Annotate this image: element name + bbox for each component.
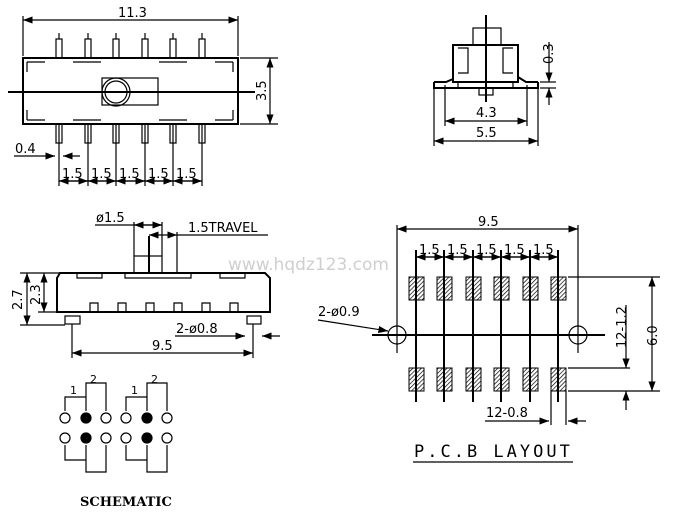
dim-peg-spacing: 9.5: [152, 339, 173, 354]
terminal: [100, 432, 112, 444]
dim-height: 3.5: [255, 80, 270, 101]
side-view: ø1.5 1.5TRAVEL 2.7 2.3 2-ø0.8 9.5: [11, 211, 280, 358]
pin-label: 1: [131, 384, 138, 397]
pin: [145, 302, 155, 312]
pin-label: 1: [70, 384, 77, 397]
pitch-label: 1.5: [148, 167, 169, 182]
pin: [112, 38, 120, 59]
pin: [55, 38, 63, 59]
pcb-layout-title: P.C.B LAYOUT: [414, 442, 573, 462]
pin: [117, 302, 127, 312]
pitch-label: 1.5: [176, 167, 197, 182]
dim-row-span: 6.0: [646, 325, 661, 346]
pitch-label: 1.5: [62, 167, 83, 182]
dim-pad-length: 12-1.2: [615, 306, 630, 348]
dim-body-height: 2.3: [29, 284, 44, 305]
pin: [169, 38, 177, 59]
terminal: [59, 432, 71, 444]
end-view: 4.3 5.5 0.3: [433, 15, 557, 146]
common-terminal: [141, 412, 153, 424]
pitch-label: 1.5: [504, 243, 525, 258]
pcb-layout: 9.5 1.5 1.5 1.5 1.5 1.5 2-ø0.9 6.0 12-1.2 12…: [317, 215, 661, 463]
terminal: [59, 412, 71, 424]
common-terminal: [80, 432, 92, 444]
pin: [84, 38, 92, 59]
contact-wire: [125, 382, 168, 411]
schematic: 1 2 1 2 SCHEMATIC: [59, 373, 173, 510]
dim-travel: 1.5TRAVEL: [188, 221, 258, 236]
dim-total-height: 2.7: [11, 289, 26, 310]
dim-hole-spacing: 9.5: [478, 215, 499, 230]
pin: [141, 38, 149, 59]
common-terminal: [80, 412, 92, 424]
pin: [198, 38, 206, 59]
terminal: [161, 432, 173, 444]
contact-wire: [125, 445, 168, 473]
pitch-label: 1.5: [447, 243, 468, 258]
dim-hole-diameter: 2-ø0.9: [318, 305, 360, 320]
dim-pad-width: 12-0.8: [486, 406, 528, 421]
pin: [173, 302, 183, 312]
pitch-label: 1.5: [533, 243, 554, 258]
terminal: [161, 412, 173, 424]
pitch-label: 1.5: [476, 243, 497, 258]
contact-wire: [64, 445, 107, 473]
dim-peg-diameter: 2-ø0.8: [176, 322, 218, 337]
common-terminal: [141, 432, 153, 444]
dim-outer-width: 5.5: [476, 126, 497, 141]
pitch-label: 1.5: [119, 167, 140, 182]
schematic-title: SCHEMATIC: [80, 495, 172, 510]
dim-inner-width: 4.3: [476, 106, 497, 121]
watermark: www.hqdz123.com: [228, 255, 389, 275]
dim-lead-thickness: 0.3: [542, 43, 557, 64]
contact-wire: [64, 382, 107, 411]
pin: [229, 302, 239, 312]
pitch-label: 1.5: [419, 243, 440, 258]
terminal: [100, 412, 112, 424]
pin: [201, 302, 211, 312]
pin: [89, 302, 99, 312]
terminal: [120, 432, 132, 444]
pin-label: 2: [90, 373, 97, 386]
terminal: [120, 412, 132, 424]
dim-pin-width: 0.4: [15, 142, 36, 157]
pin-label: 2: [151, 373, 158, 386]
dim-overall-length: 11.3: [118, 6, 147, 21]
dim-knob-diameter: ø1.5: [96, 211, 125, 226]
pitch-label: 1.5: [91, 167, 112, 182]
top-view: 11.3 3.5 0.4 1.5 1.5 1.5 1.5 1.5: [8, 6, 278, 186]
